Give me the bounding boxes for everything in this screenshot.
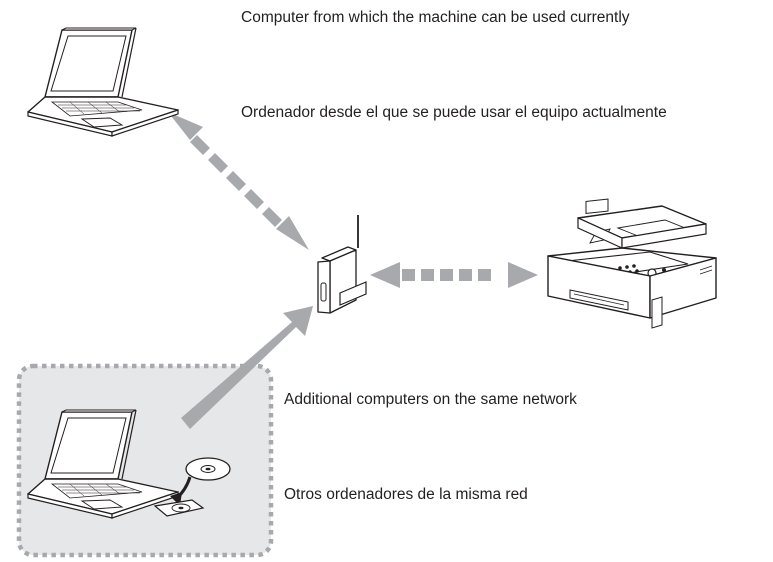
laptop-icon [27,27,179,137]
router-icon [317,215,367,314]
current-computer-caption-es: Ordenador desde el que se puede usar el … [241,104,667,121]
wireless-link-arrow-router-printer [370,262,538,288]
additional-computers-caption-es: Otros ordenadores de la misma red [284,486,528,503]
current-computer-caption-en: Computer from which the machine can be u… [241,9,630,26]
cd-rom-icon [170,457,231,506]
connection-arrow-additional-router [181,306,313,429]
additional-computers-caption-en: Additional computers on the same network [284,391,577,408]
wireless-link-arrow-laptop-router [168,112,309,250]
printer-icon [547,198,717,329]
disc-tray-icon [153,499,205,517]
